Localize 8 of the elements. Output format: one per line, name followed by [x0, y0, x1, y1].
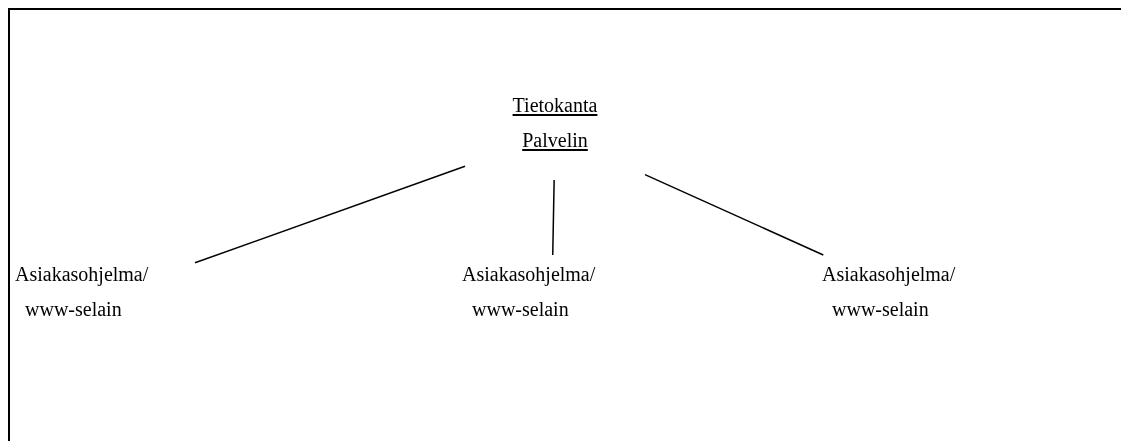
- server-label: Tietokanta: [511, 93, 599, 118]
- server-label: Palvelin: [521, 128, 589, 153]
- connector-line: [194, 165, 466, 264]
- client-label: Asiakasohjelma/ www-selain: [462, 262, 597, 322]
- client-label: Asiakasohjelma/ www-selain: [15, 262, 150, 322]
- client-label: Asiakasohjelma/ www-selain: [822, 262, 957, 322]
- connector-line: [552, 179, 555, 256]
- connector-line: [644, 173, 825, 256]
